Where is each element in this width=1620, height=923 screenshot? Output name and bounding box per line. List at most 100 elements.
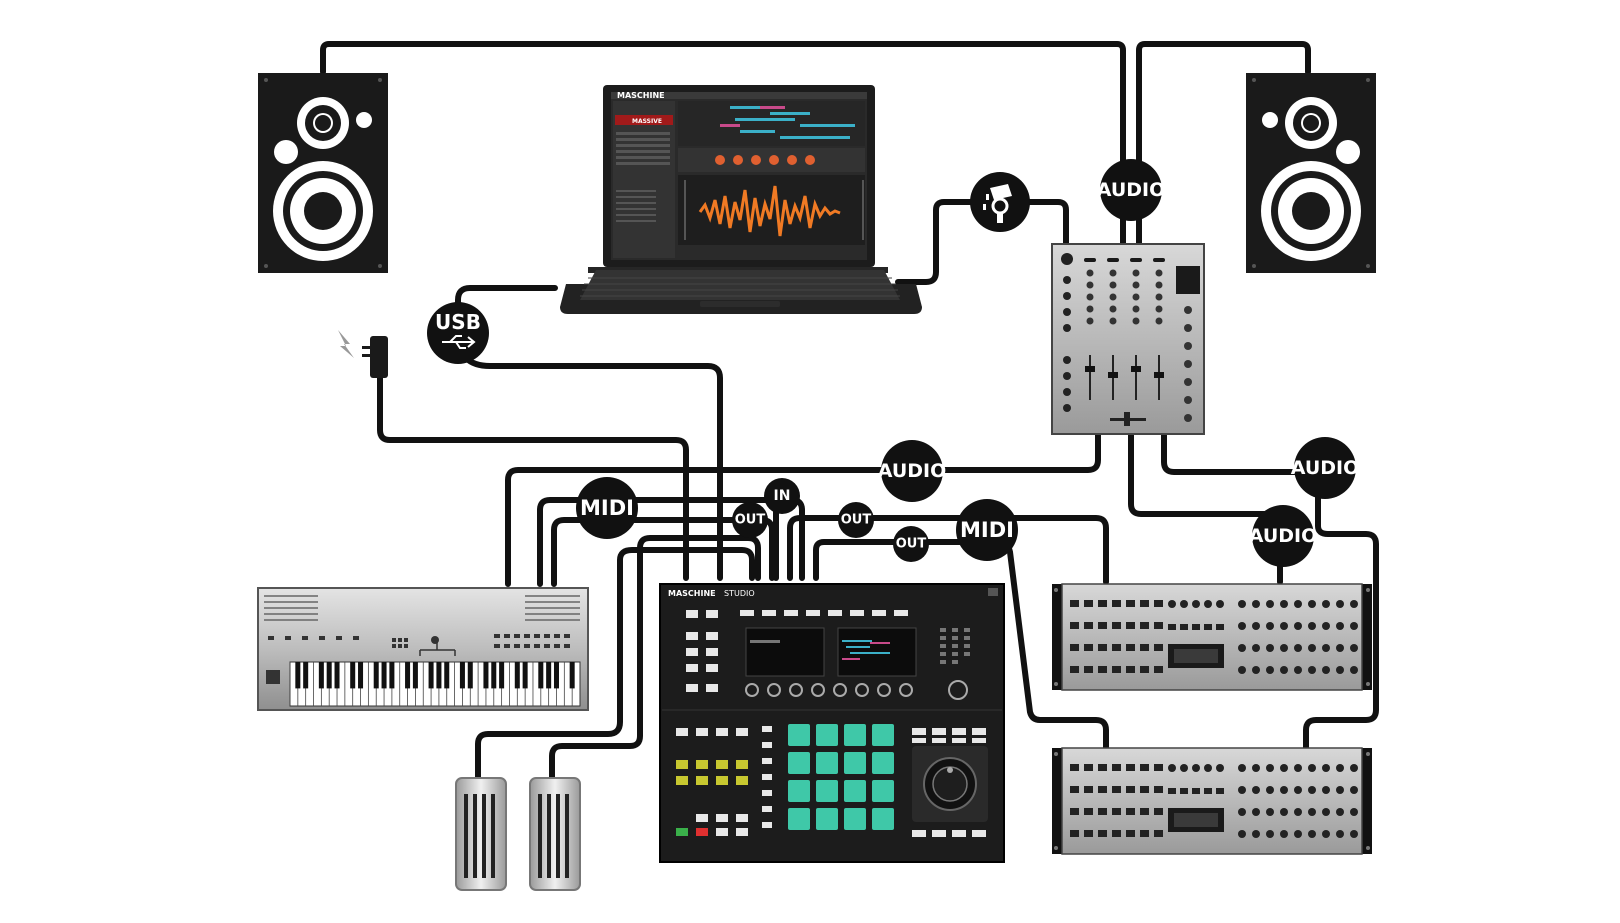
out-badge-low-label: OUT: [896, 537, 927, 552]
black-key: [326, 662, 332, 689]
rack-knob: [1294, 808, 1302, 816]
rack-knob: [1192, 600, 1200, 608]
rack-knob: [1336, 808, 1344, 816]
black-key: [381, 662, 387, 689]
rack-knob: [1280, 786, 1288, 794]
pad: [816, 724, 838, 746]
rack-knob: [1294, 600, 1302, 608]
rack-knob: [1308, 666, 1316, 674]
audio-badge-top-label: AUDIO: [1097, 179, 1166, 201]
rack-knob: [1350, 600, 1358, 608]
rack-knob: [1280, 808, 1288, 816]
midi-badge-right: MIDI: [956, 499, 1018, 561]
laptop-icon: MASCHINE MASSIVE: [560, 85, 922, 314]
rack-knob: [1322, 808, 1330, 816]
rack-button: [1112, 808, 1121, 815]
black-key: [522, 662, 528, 689]
rack-button: [1216, 788, 1224, 794]
rack-knob: [1266, 644, 1274, 652]
usb-badge-label: USB: [435, 310, 481, 334]
rack-button: [1204, 624, 1212, 630]
pad: [844, 808, 866, 830]
rack-knob: [1294, 644, 1302, 652]
laptop-app-title: MASCHINE: [617, 91, 665, 100]
rack-screw: [1366, 752, 1370, 756]
audio-badge-top: AUDIO: [1097, 159, 1166, 221]
rack-button: [1154, 666, 1163, 673]
rack-knob: [1204, 600, 1212, 608]
rack-knob: [1350, 830, 1358, 838]
rack-panel: [1061, 747, 1363, 855]
pad: [872, 780, 894, 802]
in-badge: IN: [764, 478, 800, 514]
rack-button: [1168, 624, 1176, 630]
rack-button: [1154, 622, 1163, 629]
rack-knob: [1322, 644, 1330, 652]
rack-button: [1154, 830, 1163, 837]
audio-badge-right-top-label: AUDIO: [1291, 457, 1360, 479]
rack-knob: [1350, 666, 1358, 674]
audio-badge-mid: AUDIO: [878, 440, 946, 502]
rack-knob: [1322, 622, 1330, 630]
black-key: [499, 662, 505, 689]
rack-knob: [1252, 644, 1260, 652]
rack-button: [1192, 788, 1200, 794]
black-key: [546, 662, 552, 689]
rack-knob: [1266, 786, 1274, 794]
out-badge-mid-label: OUT: [841, 513, 872, 528]
rack-button: [1180, 788, 1188, 794]
expression-pedal-icon: [455, 777, 581, 891]
rack-synth-icon: [1052, 583, 1372, 691]
rack-button: [1098, 622, 1107, 629]
black-key: [444, 662, 450, 689]
black-key: [491, 662, 497, 689]
out-badge-left-label: OUT: [735, 513, 766, 528]
rack-button: [1154, 786, 1163, 793]
black-key: [428, 662, 434, 689]
rack-synth-icon: [1052, 747, 1372, 855]
black-key: [538, 662, 544, 689]
black-key: [373, 662, 379, 689]
out-badge-low: OUT: [893, 526, 929, 562]
rack-knob: [1252, 786, 1260, 794]
rack-knob: [1350, 786, 1358, 794]
rack-knob: [1280, 830, 1288, 838]
rack-knob: [1280, 644, 1288, 652]
rack-button: [1084, 808, 1093, 815]
rack-display-screen: [1174, 813, 1218, 827]
rack-knob: [1350, 808, 1358, 816]
black-key: [436, 662, 442, 689]
rack-button: [1070, 786, 1079, 793]
black-key: [553, 662, 559, 689]
rack-screw: [1054, 682, 1058, 686]
black-key: [334, 662, 340, 689]
rack-button: [1154, 808, 1163, 815]
rack-display-screen: [1174, 649, 1218, 663]
rack-screw: [1054, 752, 1058, 756]
rack-button: [1084, 764, 1093, 771]
rack-button: [1070, 830, 1079, 837]
rack-knob: [1252, 622, 1260, 630]
rack-knob: [1216, 600, 1224, 608]
rack-knob: [1238, 786, 1246, 794]
pad: [872, 724, 894, 746]
rack-knob: [1308, 600, 1316, 608]
rack-knob: [1238, 666, 1246, 674]
pad: [788, 724, 810, 746]
rack-knob: [1350, 622, 1358, 630]
rack-knob: [1238, 764, 1246, 772]
black-key: [389, 662, 395, 689]
rack-button: [1112, 764, 1121, 771]
black-key: [358, 662, 364, 689]
rack-knob: [1266, 600, 1274, 608]
rack-screw: [1366, 682, 1370, 686]
pad: [872, 808, 894, 830]
black-key: [459, 662, 465, 689]
rack-knob: [1322, 764, 1330, 772]
rack-button: [1126, 808, 1135, 815]
speaker-left-icon: [258, 73, 388, 273]
rack-button: [1126, 786, 1135, 793]
black-key: [405, 662, 411, 689]
rack-knob: [1252, 808, 1260, 816]
